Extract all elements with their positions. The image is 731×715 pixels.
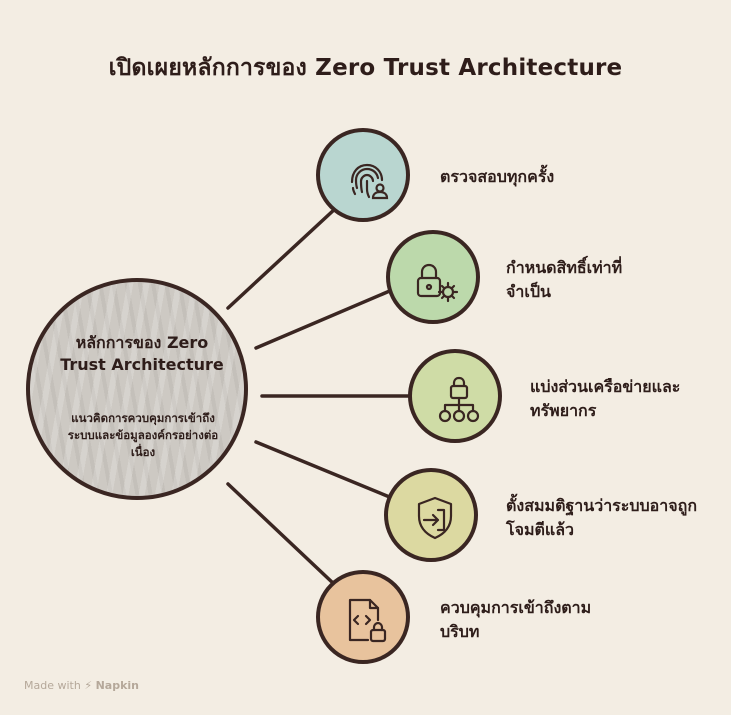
footer-attribution: Made with ⚡︎ Napkin (24, 679, 139, 692)
napkin-logo-icon: ⚡︎ (84, 679, 93, 692)
network-lock-icon (438, 376, 480, 423)
node-least-privilege-circle (386, 230, 480, 324)
node-verify-circle (316, 128, 410, 222)
hub-circle (26, 278, 248, 500)
shield-enter-icon (417, 496, 453, 540)
node-segmentation-circle (408, 349, 502, 443)
node-context-access-label: ควบคุมการเข้าถึงตามบริบท (440, 598, 592, 641)
lock-gear-icon (416, 263, 459, 303)
fingerprint-user-icon (350, 163, 389, 200)
footer-prefix: Made with (24, 679, 81, 692)
node-assume-breach-circle (384, 468, 478, 562)
connector-1 (226, 206, 338, 310)
connector-2 (254, 288, 394, 350)
hub-description: แนวคิดการควบคุมการเข้าถึงระบบและข้อมูลอง… (67, 411, 219, 459)
connector-4 (254, 440, 394, 500)
footer-brand: Napkin (95, 679, 139, 692)
node-assume-breach-label: ตั้งสมมติฐานว่าระบบอาจถูกโจมตีแล้ว (506, 496, 698, 539)
code-file-lock-icon (348, 598, 387, 643)
node-least-privilege-label: กำหนดสิทธิ์เท่าที่จำเป็น (506, 258, 623, 301)
node-context-access-circle (316, 570, 410, 664)
connector-5 (226, 482, 336, 586)
node-segmentation-label: แบ่งส่วนเครือข่ายและทรัพยากร (530, 377, 681, 420)
hub-title: หลักการของ Zero Trust Architecture (60, 333, 224, 374)
node-verify-label: ตรวจสอบทุกครั้ง (440, 167, 555, 186)
diagram-title: เปิดเผยหลักการของ Zero Trust Architectur… (108, 55, 623, 81)
